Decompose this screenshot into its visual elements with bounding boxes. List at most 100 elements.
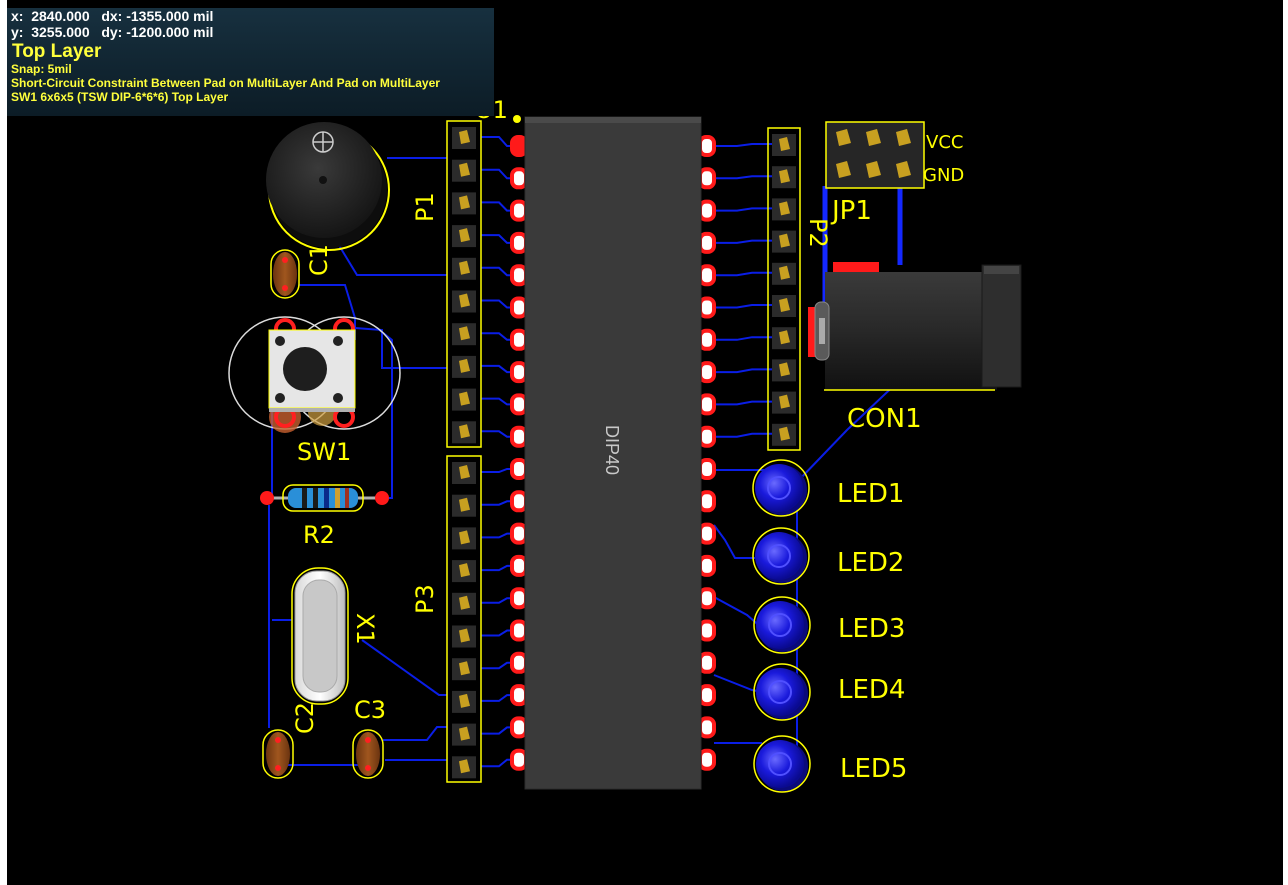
- header-pin: [459, 260, 470, 275]
- jumper-pin: [896, 129, 911, 146]
- label-gnd: GND: [923, 165, 964, 186]
- header-pin: [459, 162, 470, 177]
- dy-value: -1200.000 mil: [126, 24, 214, 41]
- resistor-r2[interactable]: [260, 484, 389, 512]
- ic-pad: [698, 587, 716, 610]
- ic-pad: [510, 231, 528, 254]
- label-p2: P2: [804, 218, 832, 248]
- jumper-pin: [896, 161, 911, 178]
- capacitor-c2[interactable]: [262, 729, 294, 779]
- header-pin: [459, 293, 470, 308]
- ic-pad: [510, 587, 528, 610]
- ic-pad: [510, 264, 528, 287]
- header-pin: [459, 726, 470, 741]
- current-layer: Top Layer: [12, 41, 102, 63]
- header-p3[interactable]: [446, 455, 482, 783]
- ic-pad: [510, 425, 528, 448]
- header-p2[interactable]: [767, 127, 801, 451]
- ic-pad: [510, 296, 528, 319]
- ic-pad: [510, 490, 528, 513]
- jumper-pin: [836, 161, 851, 178]
- capacitor-c3[interactable]: [352, 729, 384, 779]
- led-outline: [753, 735, 811, 793]
- pcb-3d-viewport[interactable]: U1 P1 P2 P3 JP1 VCC GND CON1 C1 SW1 R2 X…: [7, 0, 1283, 885]
- ic-pad: [698, 748, 716, 771]
- label-led2: LED2: [837, 548, 904, 578]
- y-value: 3255.000: [31, 24, 90, 41]
- header-pin: [459, 358, 470, 373]
- led-body[interactable]: [755, 464, 803, 512]
- header-pin: [459, 391, 470, 406]
- capacitor-c1[interactable]: [270, 249, 300, 299]
- hud-x-row: x: 2840.000 dx: -1355.000 mil: [7, 8, 494, 24]
- ic-pad: [510, 684, 528, 707]
- ic-pad: [698, 684, 716, 707]
- ic-pad: [510, 393, 528, 416]
- y-label: y:: [11, 24, 24, 41]
- ic-pad: [510, 135, 528, 157]
- header-p1[interactable]: [446, 120, 482, 448]
- pin1-marker: [513, 115, 521, 123]
- label-x1: X1: [351, 613, 379, 645]
- led-outline: [752, 527, 810, 585]
- led-group: [752, 459, 811, 793]
- led-body[interactable]: [756, 668, 804, 716]
- header-pin: [459, 228, 470, 243]
- dx-label: dx:: [101, 8, 123, 24]
- led-lens: [767, 544, 791, 568]
- connector-con1-dc-jack[interactable]: [808, 262, 1022, 391]
- ic-pad: [698, 425, 716, 448]
- ic-pad: [510, 328, 528, 351]
- label-c1: C1: [305, 244, 333, 276]
- header-pin: [779, 233, 790, 248]
- x-label: x:: [11, 8, 24, 24]
- snap-setting: Snap: 5mil: [11, 62, 72, 77]
- led-body[interactable]: [756, 601, 804, 649]
- header-pin: [459, 326, 470, 341]
- ic-pad: [698, 135, 716, 157]
- ic-pad: [698, 619, 716, 642]
- label-sw1: SW1: [297, 438, 351, 466]
- ic-pad: [698, 490, 716, 513]
- led-body[interactable]: [756, 740, 804, 788]
- header-pin: [779, 298, 790, 312]
- ic-pad: [510, 522, 528, 545]
- ic-pad: [698, 651, 716, 674]
- pcb-board[interactable]: U1 P1 P2 P3 JP1 VCC GND CON1 C1 SW1 R2 X…: [7, 0, 1283, 885]
- jumper-pin: [866, 161, 881, 178]
- ic-pad: [698, 328, 716, 351]
- header-pin: [779, 330, 790, 345]
- ic-pad: [510, 199, 528, 222]
- header-pin: [779, 394, 790, 409]
- ic-pad: [510, 716, 528, 739]
- label-c2: C2: [291, 702, 319, 734]
- jumper-jp1[interactable]: [825, 121, 925, 189]
- header-pin: [459, 628, 470, 643]
- switch-sw1[interactable]: [228, 316, 401, 433]
- label-jp1: JP1: [830, 196, 872, 226]
- header-pin: [459, 595, 470, 610]
- header-pin: [779, 137, 790, 151]
- ic-pad: [698, 361, 716, 384]
- buzzer[interactable]: [266, 122, 390, 251]
- header-pin: [459, 759, 470, 774]
- ic-pad: [510, 748, 528, 771]
- header-pin: [779, 362, 790, 377]
- led-lens: [768, 680, 792, 704]
- ic-pad: [698, 393, 716, 416]
- header-p3-pins: [452, 462, 476, 779]
- ic-u1-dip40[interactable]: [510, 116, 716, 790]
- label-led1: LED1: [837, 479, 904, 509]
- ic-pad: [698, 716, 716, 739]
- ic-pad: [698, 231, 716, 254]
- label-vcc: VCC: [926, 132, 963, 153]
- constraint-message: Short-Circuit Constraint Between Pad on …: [11, 75, 440, 90]
- led-body[interactable]: [755, 532, 803, 580]
- led-lens: [767, 476, 791, 500]
- header-p2-pins: [772, 134, 796, 446]
- crystal-x1[interactable]: [291, 567, 349, 705]
- label-con1: CON1: [847, 404, 922, 434]
- led-lens: [768, 613, 792, 637]
- label-dip40: DIP40: [602, 425, 622, 475]
- label-r2: R2: [303, 521, 335, 549]
